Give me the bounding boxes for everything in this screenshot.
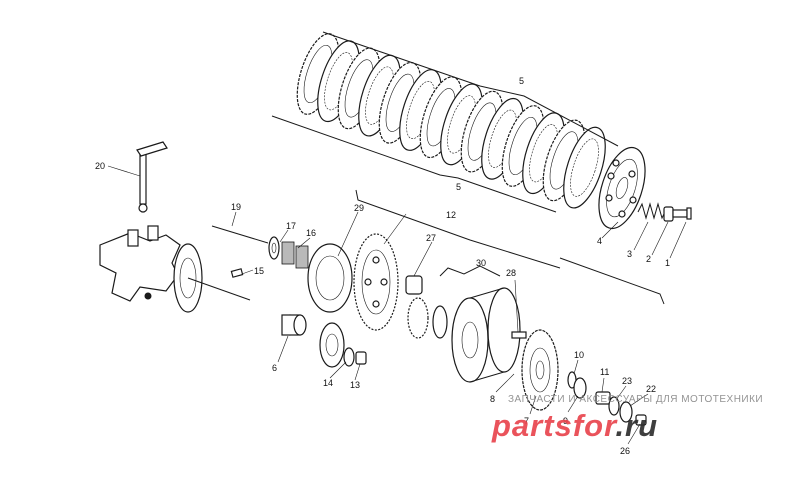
watermark-brand-part2: for [573,408,618,443]
gasket-ring [307,243,353,313]
callout-1: 1 [665,258,670,268]
bracket-12-right [559,257,665,305]
washer-22 [619,401,633,423]
callout-5-top: 5 [519,76,524,86]
nut-26 [635,414,647,426]
callout-10: 10 [574,350,584,360]
callout-12: 12 [446,210,456,220]
plate-inner-edge [570,138,599,197]
callout-30: 30 [476,258,486,268]
washer-23 [608,396,620,416]
washer-17 [268,236,280,260]
callout-15: 15 [254,266,264,276]
watermark-brand: partsfor.ru [491,408,658,443]
clutch-hub [521,329,559,411]
clutch-pushrod [211,225,269,244]
callout-5-bottom: 5 [456,182,461,192]
gearbox-shaft [187,277,251,301]
bolt-28 [511,331,527,339]
clutch-spring [637,202,667,220]
clutch-plate-stack [296,33,606,209]
spring-screw [672,207,692,220]
washer-14 [343,347,355,367]
sprocket-gear [407,297,429,339]
watermark-brand-part1: parts [491,408,573,443]
needle-bearings-16 [281,241,309,269]
callout-23: 23 [622,376,632,386]
callout-27: 27 [426,233,436,243]
bracket-30 [439,265,501,277]
callout-17: 17 [286,221,296,231]
steel-plate [563,126,606,209]
primary-gear [319,322,345,368]
bracket-12 [355,189,561,269]
nut-13 [355,351,367,365]
sleeve-27 [405,275,423,295]
small-bolt [230,268,244,278]
callout-14: 14 [323,378,333,388]
gearbox-housing [99,225,203,313]
callout-8: 8 [490,394,495,404]
bracket-5-bottom [271,115,557,213]
driven-gear-29 [353,233,399,331]
callout-7: 7 [524,416,529,426]
pressure-plate [598,146,646,230]
callout-labels: 1 2 3 4 5 5 6 7 8 9 10 11 12 13 14 15 16… [95,76,670,456]
watermark-brand-part3: .ru [615,408,658,443]
callout-11: 11 [600,367,609,377]
callout-3: 3 [627,249,632,259]
callout-29: 29 [354,203,364,213]
leader-lines [231,211,687,445]
watermark: ЗАПЧАСТИ И АКСЕССУАРЫ ДЛЯ МОТОТЕХНИКИ pa… [491,394,763,443]
clutch-basket-30 [451,287,521,383]
callout-26: 26 [620,446,630,456]
thrust-washer [432,305,448,339]
leader-20 [107,165,141,177]
callout-22: 22 [646,384,656,394]
callout-28: 28 [506,268,516,278]
watermark-subtitle: ЗАПЧАСТИ И АКСЕССУАРЫ ДЛЯ МОТОТЕХНИКИ [508,394,763,405]
callout-13: 13 [350,380,360,390]
bracket-5-top [322,31,619,147]
spring-cup [663,206,674,222]
bushing-6 [281,314,307,336]
callout-19: 19 [231,202,241,212]
nut-11 [595,391,611,405]
release-lever [136,141,168,213]
callout-16: 16 [306,228,316,238]
washer-9 [573,377,587,399]
callout-20: 20 [95,161,105,171]
callout-9: 9 [563,416,568,426]
callout-4: 4 [597,236,602,246]
callout-6: 6 [272,363,277,373]
callout-2: 2 [646,254,651,264]
